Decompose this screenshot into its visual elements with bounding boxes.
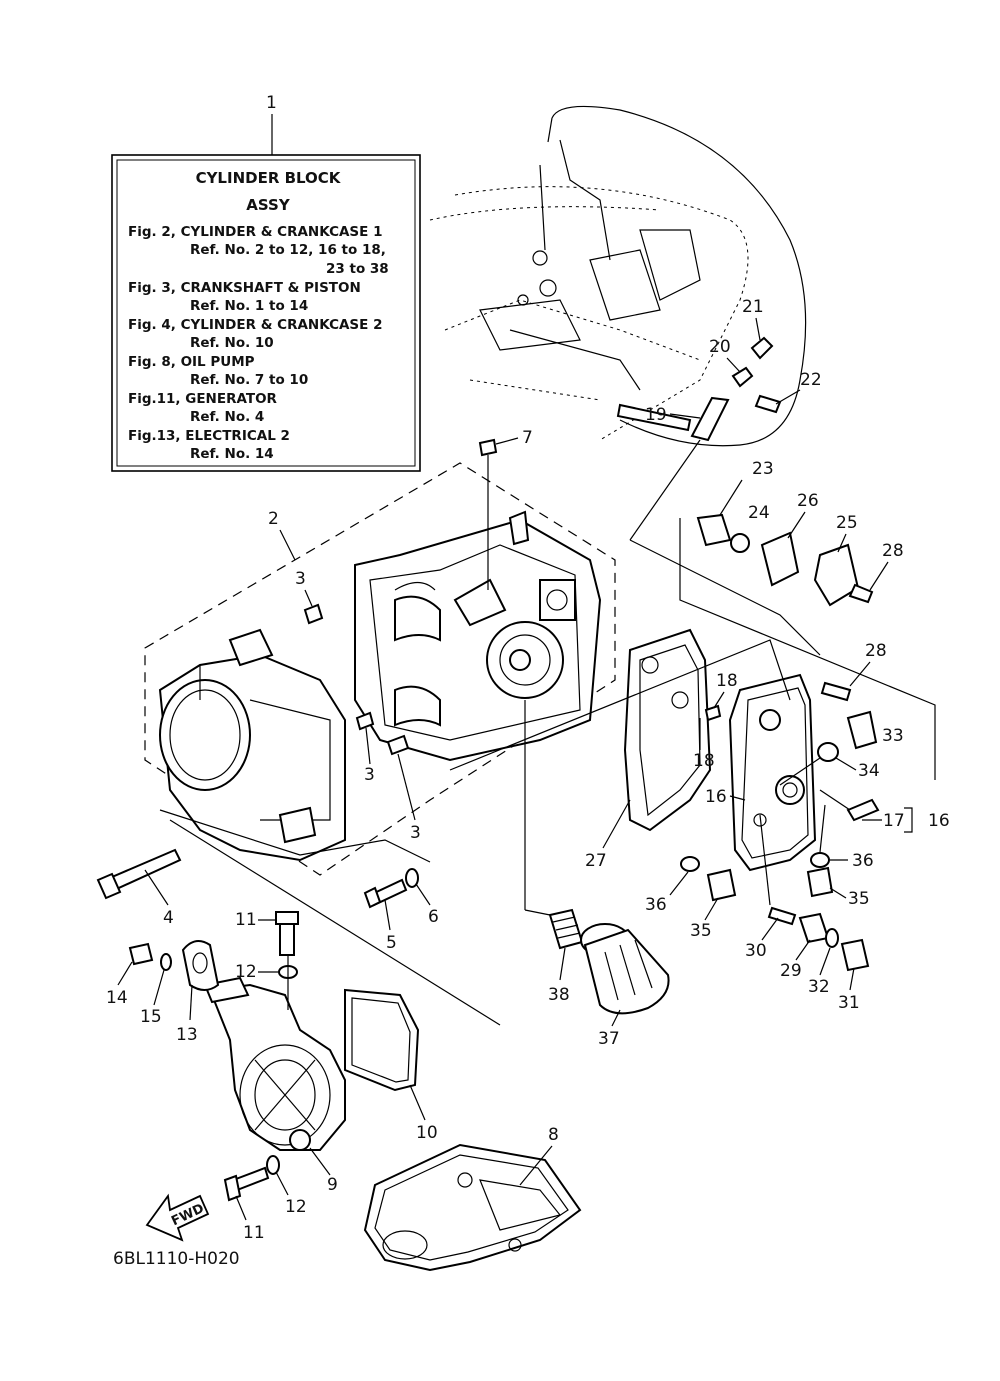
info-line: Fig. 2, CYLINDER & CRANKCASE 1 <box>128 224 382 240</box>
info-line: Fig. 8, OIL PUMP <box>128 354 255 370</box>
label-11: 11 <box>243 1223 265 1243</box>
label-20: 20 <box>709 337 731 357</box>
info-line: Ref. No. 10 <box>190 335 274 351</box>
hose-assembly: 21 20 22 19 <box>616 297 822 541</box>
label-36: 36 <box>852 851 874 871</box>
label-36: 36 <box>645 895 667 915</box>
label-7: 7 <box>522 428 533 448</box>
label-22: 22 <box>800 370 822 390</box>
label-30: 30 <box>745 941 767 961</box>
label-31: 31 <box>838 993 860 1013</box>
info-line: 23 to 38 <box>326 261 389 277</box>
drawing-code: 6BL1110-H020 <box>113 1249 240 1269</box>
label-18: 18 <box>693 751 715 771</box>
label-13: 13 <box>176 1025 198 1045</box>
oil-filter-group: 38 37 <box>524 700 670 1049</box>
info-box-title: CYLINDER BLOCK <box>196 169 342 187</box>
dowel-pins: 3 3 3 <box>295 569 421 843</box>
label-19: 19 <box>645 405 667 425</box>
label-8: 8 <box>548 1125 559 1145</box>
label-35: 35 <box>848 889 870 909</box>
label-10: 10 <box>416 1123 438 1143</box>
label-34: 34 <box>858 761 880 781</box>
info-line: Fig.11, GENERATOR <box>128 391 278 407</box>
thermostat-group: 23 24 26 25 28 <box>629 459 936 780</box>
label-35: 35 <box>690 921 712 941</box>
label-33: 33 <box>882 726 904 746</box>
label-18: 18 <box>716 671 738 691</box>
label-28: 28 <box>882 541 904 561</box>
label-3: 3 <box>295 569 306 589</box>
label-12: 12 <box>285 1197 307 1217</box>
info-line: Ref. No. 1 to 14 <box>190 298 308 314</box>
label-32: 32 <box>808 977 830 997</box>
label-4: 4 <box>163 908 174 928</box>
dowel-18: 18 18 <box>693 671 738 771</box>
label-17: 17 <box>883 811 905 831</box>
label-9: 9 <box>327 1175 338 1195</box>
plug-33-oring-34: 33 34 <box>779 710 904 786</box>
cover-16: 16 <box>705 673 817 872</box>
label-11: 11 <box>235 910 257 930</box>
info-line: Ref. No. 2 to 12, 16 to 18, <box>190 242 386 258</box>
label-14: 14 <box>106 988 128 1008</box>
label-38: 38 <box>548 985 570 1005</box>
info-line: Ref. No. 7 to 10 <box>190 372 308 388</box>
label-37: 37 <box>598 1029 620 1049</box>
info-box-subtitle: ASSY <box>246 196 291 214</box>
label-25: 25 <box>836 513 858 533</box>
label-15: 15 <box>140 1007 162 1027</box>
engine-outline <box>429 105 807 447</box>
info-line: Ref. No. 14 <box>190 446 274 462</box>
oil-pump-group: 9 13 15 14 11 12 10 11 12 <box>106 910 438 1243</box>
info-box: 1 CYLINDER BLOCK ASSY Fig. 2, CYLINDER &… <box>111 93 421 472</box>
bolt-30-29-32-31: 30 29 32 31 <box>745 906 870 1013</box>
label-1: 1 <box>266 93 277 113</box>
forward-arrow-icon: FWD <box>145 1193 210 1242</box>
label-21: 21 <box>742 297 764 317</box>
bolt-5-washer-6: 5 6 <box>363 868 439 953</box>
label-2: 2 <box>268 509 279 529</box>
bolt-17: 17 16 <box>819 789 950 833</box>
bolt-28: 28 <box>820 641 887 702</box>
cylinder-block <box>354 510 602 762</box>
oring-36-plug-35-right: 36 35 <box>806 804 874 909</box>
gasket-27: 27 <box>585 628 712 871</box>
oring-36-plug-35-left: 36 35 <box>645 814 771 941</box>
label-27: 27 <box>585 851 607 871</box>
label-26: 26 <box>797 491 819 511</box>
info-line: Fig. 4, CYLINDER & CRANKCASE 2 <box>128 317 382 333</box>
label-28: 28 <box>865 641 887 661</box>
gasket-8: 8 <box>363 1125 582 1272</box>
label-12: 12 <box>235 962 257 982</box>
crankcase-front <box>158 628 346 862</box>
label-5: 5 <box>386 933 397 953</box>
info-line: Fig.13, ELECTRICAL 2 <box>128 428 290 444</box>
label-3: 3 <box>410 823 421 843</box>
label-16: 16 <box>705 787 727 807</box>
info-line: Ref. No. 4 <box>190 409 264 425</box>
plug-7: 7 <box>478 428 533 590</box>
bolt-4: 4 <box>96 848 182 928</box>
label-23: 23 <box>752 459 774 479</box>
info-line: Fig. 3, CRANKSHAFT & PISTON <box>128 280 361 296</box>
label-24: 24 <box>748 503 770 523</box>
label-6: 6 <box>428 907 439 927</box>
label-3: 3 <box>364 765 375 785</box>
label-29: 29 <box>780 961 802 981</box>
label-16: 16 <box>928 811 950 831</box>
